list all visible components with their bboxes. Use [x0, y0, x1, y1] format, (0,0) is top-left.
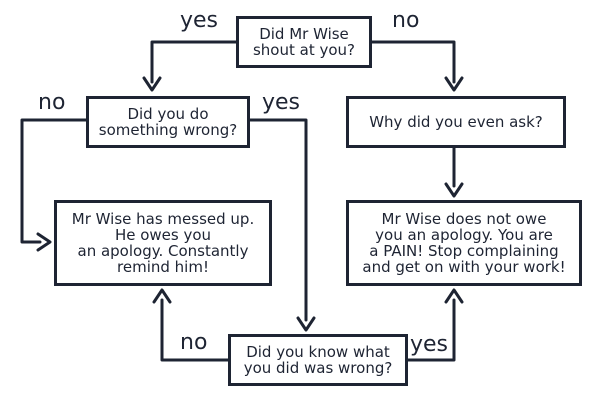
arrow-know-wrong-to-messed-up	[160, 298, 230, 362]
node-know-wrong-text: Did you know what you did was wrong?	[243, 343, 393, 377]
arrowhead-did-wrong	[142, 76, 162, 92]
arrow-shout-to-did-wrong	[150, 40, 238, 84]
node-did-something-wrong: Did you do something wrong?	[86, 96, 250, 148]
node-why-ask: Why did you even ask?	[346, 96, 566, 148]
arrowhead-why-ask	[444, 76, 464, 92]
arrow-did-wrong-to-know-wrong	[248, 118, 308, 322]
node-shout-at-you: Did Mr Wise shout at you?	[236, 16, 372, 68]
node-does-not-owe-text: Mr Wise does not owe you an apology. You…	[362, 210, 566, 276]
arrowhead-does-not-owe-top	[444, 182, 464, 198]
edge-label-know-no: no	[180, 330, 208, 355]
arrowhead-know-wrong	[296, 316, 316, 332]
node-did-something-wrong-text: Did you do something wrong?	[98, 105, 238, 139]
edge-label-know-yes: yes	[410, 332, 449, 357]
arrow-know-wrong-to-does-not-owe	[406, 298, 456, 362]
arrowhead-messed-up-left	[36, 232, 52, 252]
arrowhead-messed-up-bottom	[152, 288, 172, 304]
node-messed-up-text: Mr Wise has messed up. He owes you an ap…	[71, 210, 255, 276]
edge-label-shout-no: no	[392, 8, 420, 33]
node-know-wrong: Did you know what you did was wrong?	[228, 334, 408, 386]
node-shout-at-you-text: Did Mr Wise shout at you?	[252, 25, 356, 59]
node-does-not-owe: Mr Wise does not owe you an apology. You…	[346, 200, 582, 286]
edge-label-did-wrong-yes: yes	[262, 90, 301, 115]
arrow-did-wrong-to-messed-up	[20, 118, 88, 244]
arrow-shout-to-why-ask	[370, 40, 456, 84]
edge-label-did-wrong-no: no	[38, 90, 66, 115]
node-why-ask-text: Why did you even ask?	[369, 113, 543, 131]
node-messed-up: Mr Wise has messed up. He owes you an ap…	[54, 200, 272, 286]
edge-label-shout-yes: yes	[180, 8, 219, 33]
arrowhead-does-not-owe-bottom	[444, 288, 464, 304]
